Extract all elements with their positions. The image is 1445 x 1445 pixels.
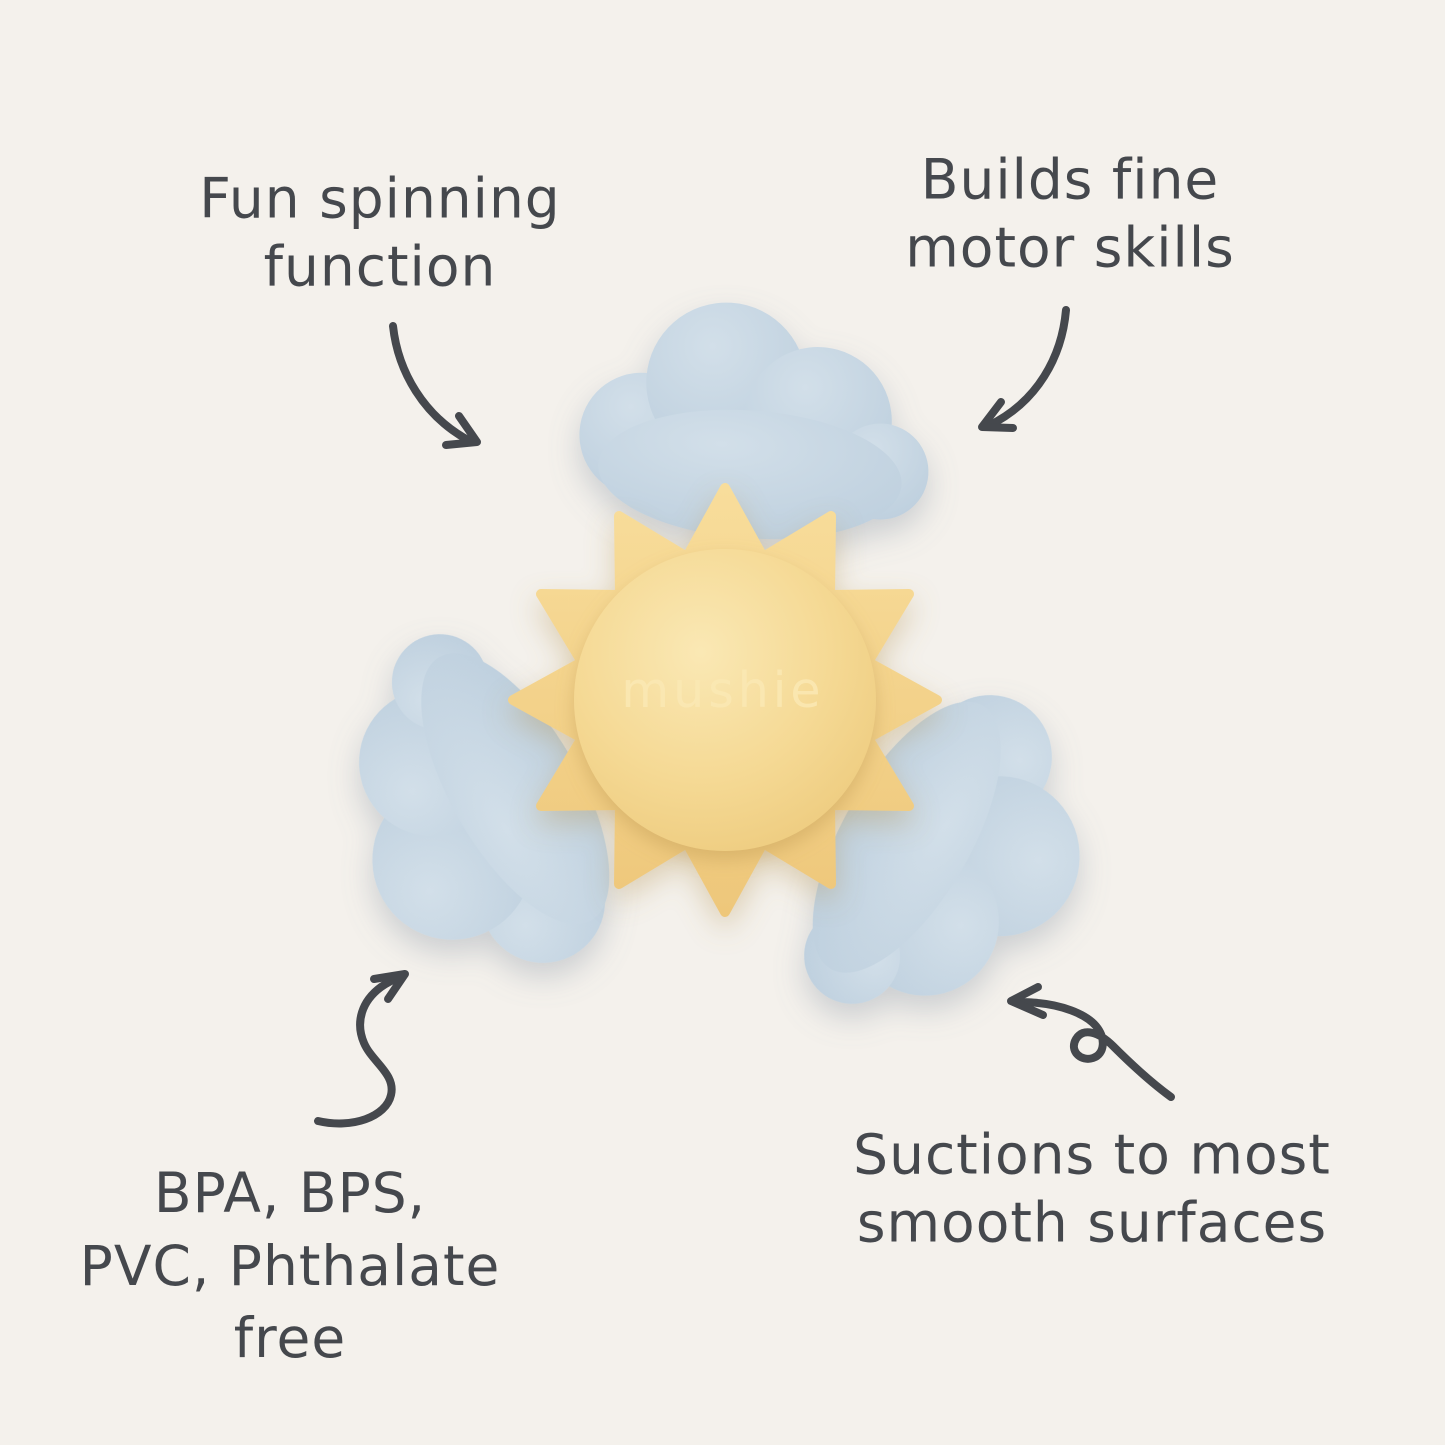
arrow-fun-spinning	[389, 322, 481, 449]
callout-line: smooth surfaces	[856, 1190, 1328, 1254]
arrow-suction	[1007, 983, 1175, 1101]
callout-line: free	[233, 1306, 347, 1371]
callout-line: motor skills	[905, 215, 1235, 279]
callout-line: BPA, BPS,	[153, 1161, 427, 1226]
callout-line: PVC, Phthalate	[79, 1233, 501, 1298]
callout-fun-spinning: Fun spinning function	[199, 165, 560, 300]
callout-bpa-free: BPA, BPS, PVC, Phthalate free	[80, 1157, 501, 1375]
arrow-fine-motor	[978, 306, 1070, 432]
sun-dome	[574, 549, 876, 851]
sun-center: mushie	[508, 483, 942, 917]
callout-line: Builds fine	[920, 147, 1220, 212]
cloud-arm-top	[572, 292, 940, 551]
brand-logo-embossed: mushie	[621, 662, 824, 719]
callout-fine-motor: Builds fine motor skills	[905, 146, 1235, 281]
callout-line: function	[263, 234, 497, 298]
callout-suction: Suctions to most smooth surfaces	[853, 1121, 1331, 1256]
callout-line: Fun spinning	[199, 166, 561, 231]
arrow-bpa-free	[314, 970, 409, 1128]
callout-line: Suctions to most	[853, 1122, 1331, 1187]
